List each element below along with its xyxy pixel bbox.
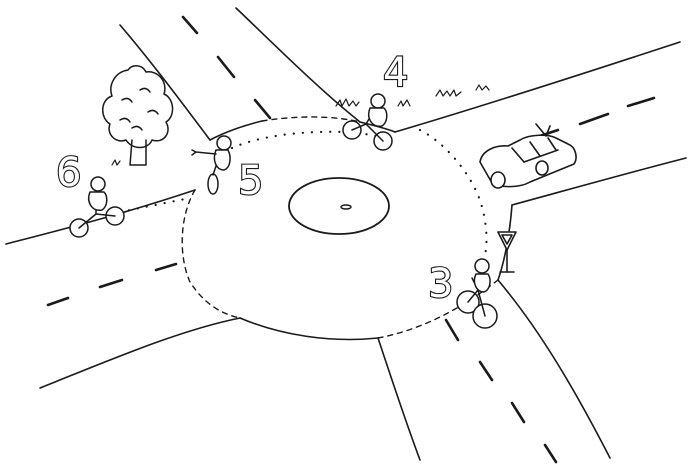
cyclist-5 xyxy=(191,135,232,195)
label-5: 5 xyxy=(238,158,263,204)
grass-tufts xyxy=(111,84,490,166)
label-4: 4 xyxy=(383,50,408,96)
central-island xyxy=(288,177,390,235)
label-6: 6 xyxy=(56,150,81,196)
road-edges xyxy=(5,7,687,461)
label-3: 3 xyxy=(428,261,453,307)
cyclist-4 xyxy=(342,93,393,151)
cyclist-3 xyxy=(456,258,498,329)
car xyxy=(479,123,577,189)
tree xyxy=(102,65,174,166)
lane-markings xyxy=(46,15,656,464)
cyclist-6 xyxy=(69,176,125,238)
yield-sign xyxy=(497,231,517,273)
